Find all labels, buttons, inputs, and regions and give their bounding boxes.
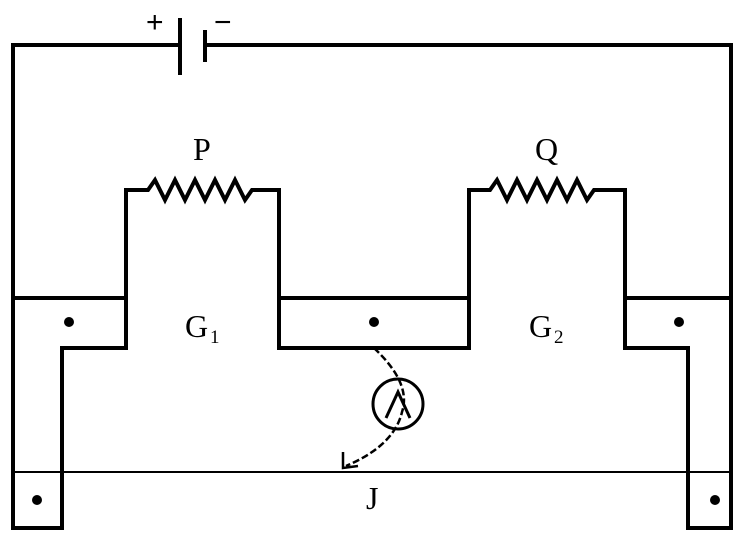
right-strip (623, 296, 733, 530)
left-bottom-terminal (32, 495, 42, 505)
gap-2-label: G 2 (529, 308, 564, 348)
resistor-q-label: Q (535, 131, 558, 167)
gap-2-subscript: 2 (554, 327, 564, 348)
resistor-q: Q (467, 131, 627, 298)
gap-1-label: G 1 (185, 308, 220, 348)
battery-negative-sign: − (214, 6, 232, 39)
jockey-lead (345, 347, 406, 468)
resistor-p-wire (124, 175, 281, 298)
resistor-p: P (124, 131, 281, 298)
galvanometer-circle (371, 377, 425, 431)
middle-terminal (369, 317, 379, 327)
battery: + − (146, 6, 232, 75)
resistor-q-wire (467, 175, 627, 298)
battery-positive-sign: + (146, 6, 164, 39)
jockey-arrowhead (341, 452, 359, 470)
right-bottom-terminal (710, 495, 720, 505)
gap-1-subscript: 1 (210, 327, 220, 348)
outer-wire (11, 43, 733, 298)
galvanometer-arrow (384, 388, 412, 419)
gap-2-letter: G (529, 308, 552, 344)
left-top-terminal (64, 317, 74, 327)
middle-strip (277, 296, 471, 350)
jockey-label: J (366, 480, 378, 516)
gap-1-letter: G (185, 308, 208, 344)
right-top-terminal (674, 317, 684, 327)
galvanometer (371, 377, 425, 431)
left-strip (11, 296, 128, 530)
resistor-p-label: P (193, 131, 211, 167)
